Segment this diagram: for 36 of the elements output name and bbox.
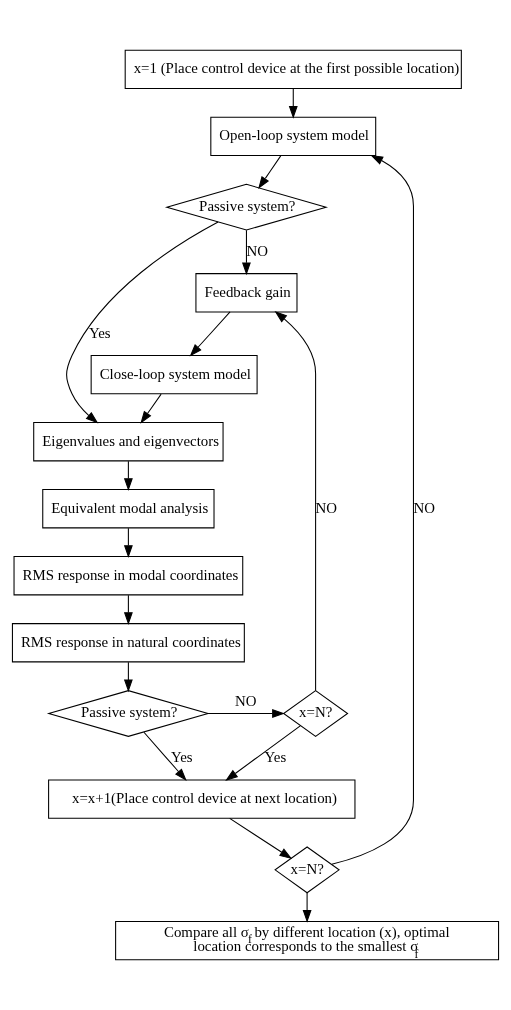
arrow <box>229 817 293 860</box>
arrow <box>123 460 133 492</box>
node-diamond: Passive system? <box>164 183 328 231</box>
arrow <box>242 229 251 276</box>
arrow <box>66 221 219 424</box>
arrow <box>274 311 317 691</box>
node-box: Equivalent modal analysis <box>42 489 215 529</box>
node-diamond: x=N? <box>282 689 349 737</box>
node-box: Open-loop system model <box>210 116 377 157</box>
node-box: Close-loop system model <box>90 355 258 395</box>
edge-label: Yes <box>89 324 111 341</box>
node-box: x=1 (Place control device at the first possible location) <box>124 49 462 90</box>
arrow <box>140 393 162 424</box>
edge-label: Yes <box>264 749 287 766</box>
edge-label: NO <box>235 693 257 710</box>
edge-label: NO <box>413 499 435 516</box>
arrow <box>258 155 282 189</box>
node-box: RMS response in natural coordinates <box>11 623 245 663</box>
arrow <box>302 892 312 923</box>
arrow <box>123 594 133 626</box>
node-box: RMS response in modal coordinates <box>13 556 244 596</box>
edge-label: NO <box>246 242 268 259</box>
node-box: Feedback gain <box>195 273 298 313</box>
edge-label: NO <box>315 499 338 516</box>
arrow <box>123 527 133 559</box>
arrow <box>189 311 231 357</box>
node-diamond: Passive system? <box>46 690 210 737</box>
node-box: Eigenvalues and eigenvectors <box>33 422 224 462</box>
node-box: x=x+1(Place control device at next location) <box>48 779 356 819</box>
arrow <box>225 725 301 781</box>
arrow <box>143 731 187 781</box>
arrow <box>288 88 298 119</box>
arrow <box>207 709 285 718</box>
node-box: Compare all σ$_{f}$ by different location (x), optimal location corresponds to the smallest σ$_{f}$ <box>115 920 500 961</box>
arrow <box>331 154 414 865</box>
edge-label: Yes <box>170 749 193 766</box>
